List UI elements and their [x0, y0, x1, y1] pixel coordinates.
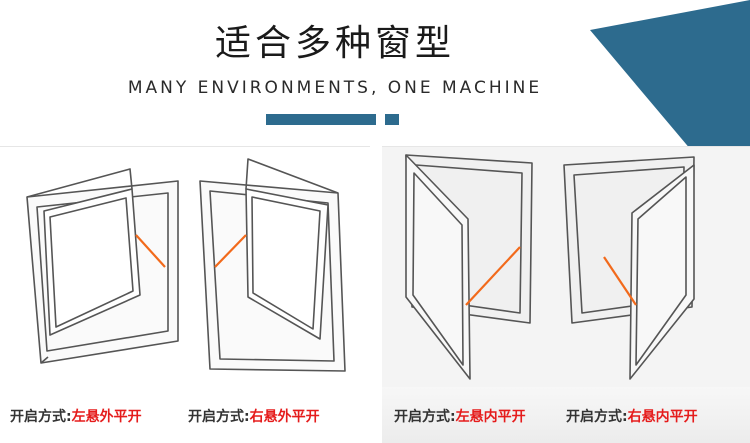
- caption-right-outward: 开启方式:右悬外平开: [188, 403, 320, 431]
- right-window-stay-arm: [603, 256, 637, 306]
- caption-value: 左悬外平开: [71, 409, 142, 425]
- accent-bar-short: [385, 114, 399, 125]
- page-title: 适合多种窗型: [214, 23, 455, 64]
- caption-label: 开启方式:: [188, 409, 250, 425]
- caption-left-inward: 开启方式:左悬内平开: [394, 403, 526, 431]
- caption-label: 开启方式:: [10, 409, 72, 425]
- caption-value: 左悬内平开: [455, 409, 526, 425]
- caption-value: 右悬外平开: [249, 409, 320, 425]
- caption-band: [382, 387, 750, 443]
- caption-label: 开启方式:: [394, 409, 456, 425]
- inward-windows-illustration: [405, 154, 695, 380]
- left-window-stay-arm: [465, 246, 521, 306]
- left-window-stay-arm: [135, 234, 166, 268]
- caption-label: 开启方式:: [566, 409, 628, 425]
- page-subtitle: MANY ENVIRONMENTS, ONE MACHINE: [127, 78, 543, 98]
- outward-windows-illustration: [26, 158, 346, 372]
- caption-band: [0, 387, 370, 443]
- right-window-sash: [629, 164, 695, 380]
- caption-right-inward: 开启方式:右悬内平开: [566, 403, 698, 431]
- caption-value: 右悬内平开: [627, 409, 698, 425]
- outward-opening-panel: 开启方式:左悬外平开 开启方式:右悬外平开: [0, 146, 370, 443]
- accent-bar-long: [266, 114, 376, 125]
- caption-left-outward: 开启方式:左悬外平开: [10, 403, 142, 431]
- inward-opening-panel: 开启方式:左悬内平开 开启方式:右悬内平开: [382, 146, 750, 443]
- right-window-stay-arm: [214, 234, 247, 268]
- left-window-sash: [405, 154, 471, 380]
